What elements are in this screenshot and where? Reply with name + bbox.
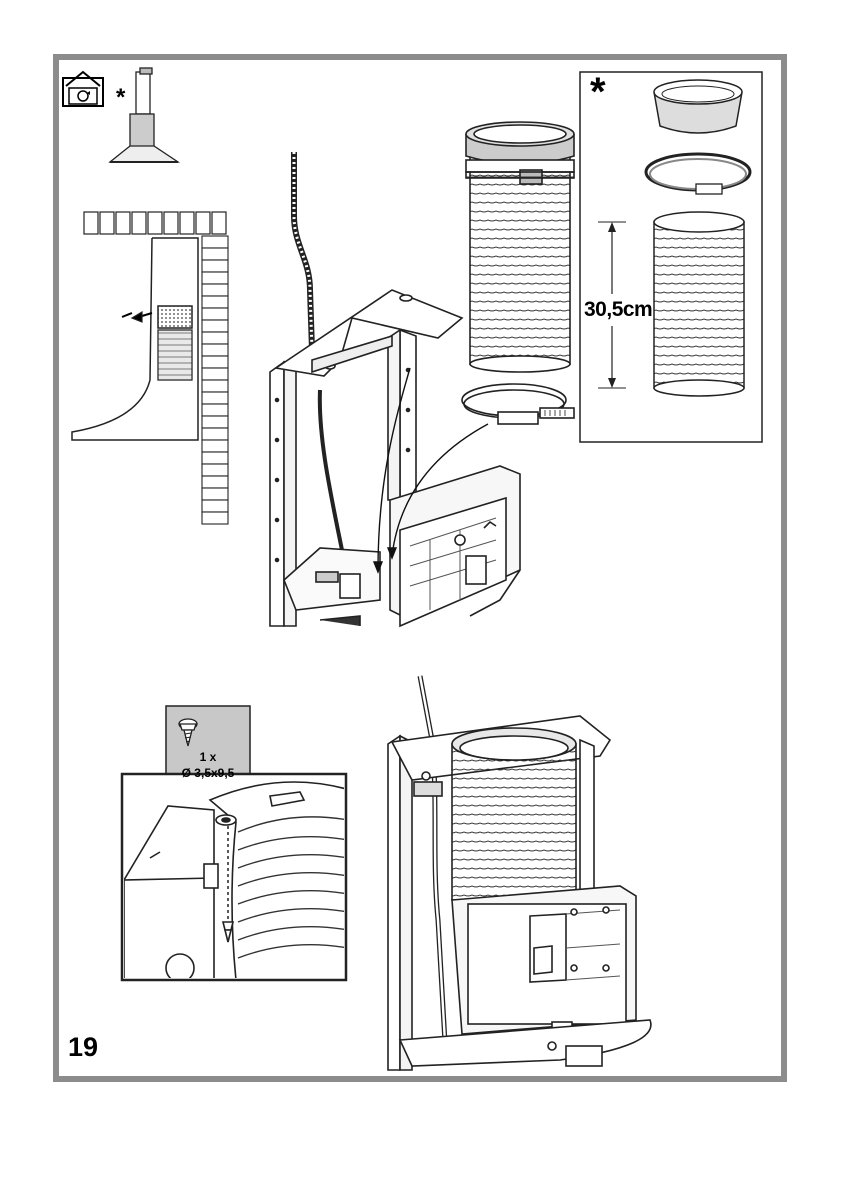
screw-quantity-label: 1 x [186, 750, 230, 764]
wall-brick [202, 236, 228, 248]
screw-spec-label: Ø 3,5x9,5 [163, 766, 253, 780]
wall-brick [202, 464, 228, 476]
assembled-chimney [388, 676, 651, 1070]
wall-brick [202, 440, 228, 452]
step-number: 19 [68, 1032, 98, 1063]
flexible-duct-long [466, 122, 574, 372]
wall-brick [202, 320, 228, 332]
detail-zoom [122, 774, 350, 982]
hose-clamp [462, 384, 574, 424]
wall-brick [202, 380, 228, 392]
optional-accessory-marker: * [116, 84, 125, 112]
wall-brick [202, 344, 228, 356]
wall-brick [202, 248, 228, 260]
wall-brick [202, 392, 228, 404]
wall-brick [202, 416, 228, 428]
optional-kit-box [580, 72, 762, 442]
wall-brick [202, 488, 228, 500]
wall-brick [202, 296, 228, 308]
wall-brick [202, 260, 228, 272]
optional-kit-marker: * [590, 72, 606, 112]
duct-length-label: 30,5cm [584, 298, 652, 322]
hood-thumbnail [110, 68, 178, 162]
wall-brick [202, 272, 228, 284]
wall-brick [202, 284, 228, 296]
wall-brick [202, 368, 228, 380]
wall-brick [202, 308, 228, 320]
wall-brick [202, 428, 228, 440]
wall-section-diagram [72, 212, 228, 524]
wall-brick [202, 476, 228, 488]
wall-brick [202, 512, 228, 524]
wall-brick [202, 356, 228, 368]
wall-brick [202, 404, 228, 416]
recirculation-house-icon [63, 72, 103, 106]
wall-brick [202, 500, 228, 512]
wall-brick [202, 452, 228, 464]
wall-brick [202, 332, 228, 344]
